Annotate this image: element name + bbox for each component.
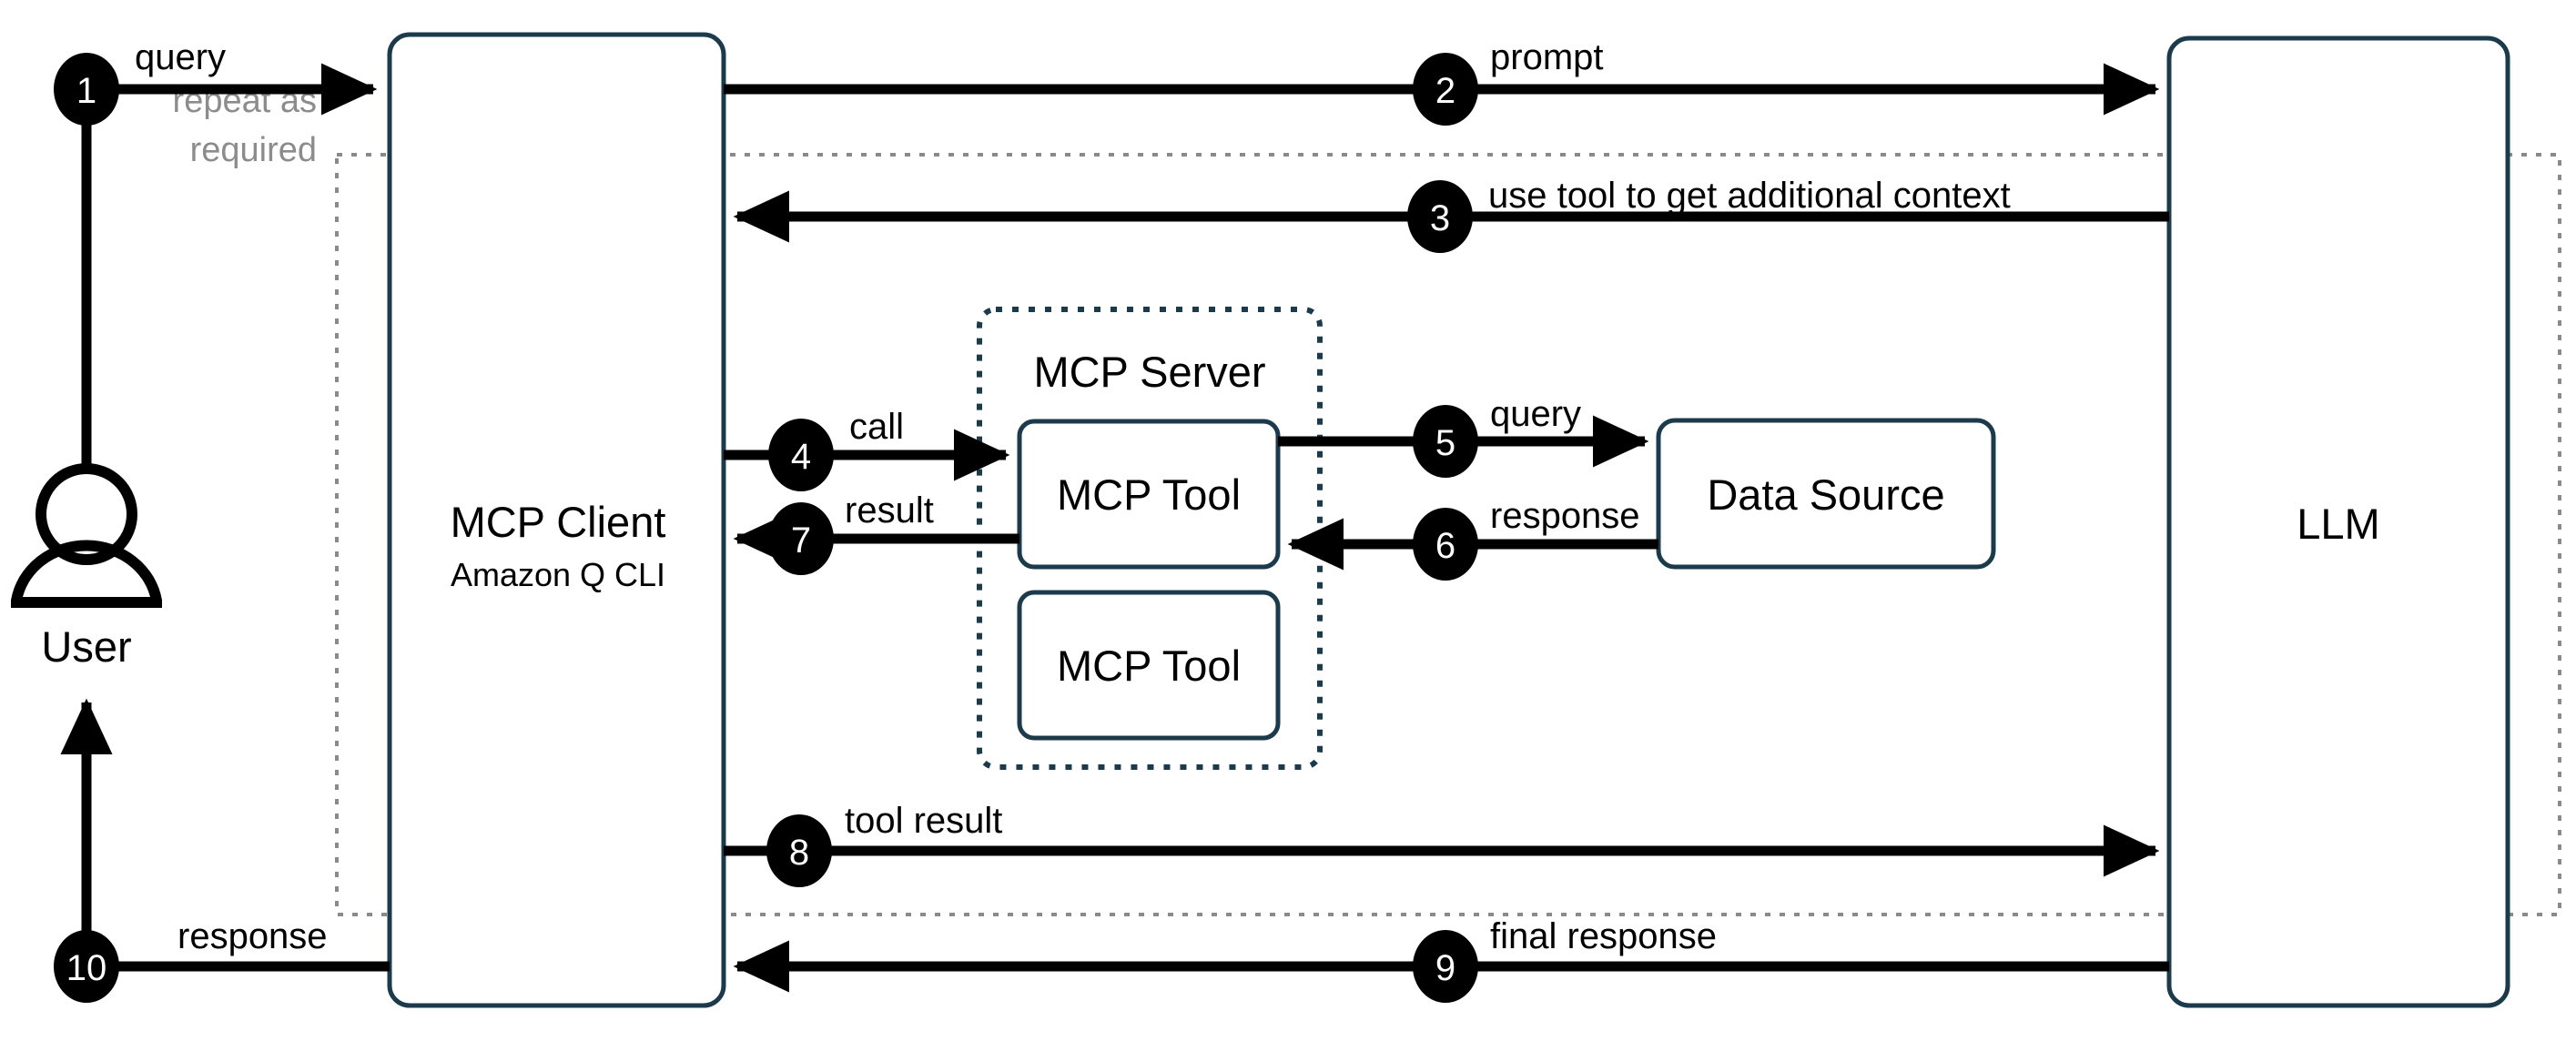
step-10-label: response [177, 916, 328, 956]
person-icon-body [11, 540, 162, 608]
step-5-badge[interactable]: 5 [1413, 405, 1478, 478]
step-7-label: result [845, 490, 934, 531]
step-4-number: 4 [791, 437, 811, 477]
step-2-label: prompt [1490, 37, 1604, 77]
mcp-client-title: MCP Client [451, 498, 666, 546]
step-9-label: final response [1490, 916, 1717, 956]
step-1-number: 1 [76, 71, 96, 111]
step-8-number: 8 [789, 833, 809, 873]
mcp-tool-2-node[interactable]: MCP Tool [1017, 590, 1281, 741]
mcp-client-node[interactable]: MCP Client Amazon Q CLI [387, 32, 726, 1008]
llm-title: LLM [2297, 500, 2379, 548]
repeat-region-label-line2: required [190, 131, 317, 169]
llm-box [2166, 35, 2510, 1008]
step-3-label: use tool to get additional context [1488, 176, 2011, 216]
step-4-label: call [849, 407, 904, 447]
mcp-tool-2-box [1017, 590, 1281, 741]
step-8-label: tool result [845, 801, 1002, 841]
step-4-badge[interactable]: 4 [768, 419, 834, 491]
step-10-badge[interactable]: 10 [54, 930, 119, 1003]
step-1-badge[interactable]: 1 [54, 53, 119, 126]
repeat-region [335, 153, 2561, 916]
step-2-badge[interactable]: 2 [1413, 53, 1478, 126]
user-node[interactable]: User [11, 463, 162, 671]
step-9-number: 9 [1435, 948, 1455, 988]
step-6-badge[interactable]: 6 [1413, 508, 1478, 581]
step-7-number: 7 [791, 520, 811, 561]
mcp-tool-1-title: MCP Tool [1057, 470, 1241, 519]
step-6-number: 6 [1435, 526, 1455, 566]
step-7-badge[interactable]: 7 [768, 502, 834, 575]
step-5-number: 5 [1435, 423, 1455, 463]
user-label: User [41, 622, 131, 671]
mcp-server-title: MCP Server [1033, 348, 1265, 396]
step-10-number: 10 [66, 948, 107, 988]
step-1-label: query [135, 37, 226, 77]
person-icon-head [35, 463, 137, 565]
mcp-tool-1-node[interactable]: MCP Tool [1017, 419, 1281, 570]
llm-node[interactable]: LLM [2166, 35, 2510, 1008]
step-5-label: query [1490, 394, 1581, 434]
step-3-number: 3 [1430, 198, 1450, 238]
step-9-badge[interactable]: 9 [1413, 930, 1478, 1003]
mcp-tool-2-title: MCP Tool [1057, 642, 1241, 690]
data-source-title: Data Source [1707, 470, 1944, 519]
mcp-client-box [387, 32, 726, 1008]
step-6-label: response [1490, 496, 1640, 536]
data-source-box [1656, 418, 1996, 570]
mcp-client-subtitle: Amazon Q CLI [451, 556, 665, 593]
step-2-number: 2 [1435, 71, 1455, 111]
step-3-badge[interactable]: 3 [1407, 180, 1473, 253]
data-source-node[interactable]: Data Source [1656, 418, 1996, 570]
mcp-tool-1-box [1017, 419, 1281, 570]
step-8-badge[interactable]: 8 [766, 814, 832, 887]
